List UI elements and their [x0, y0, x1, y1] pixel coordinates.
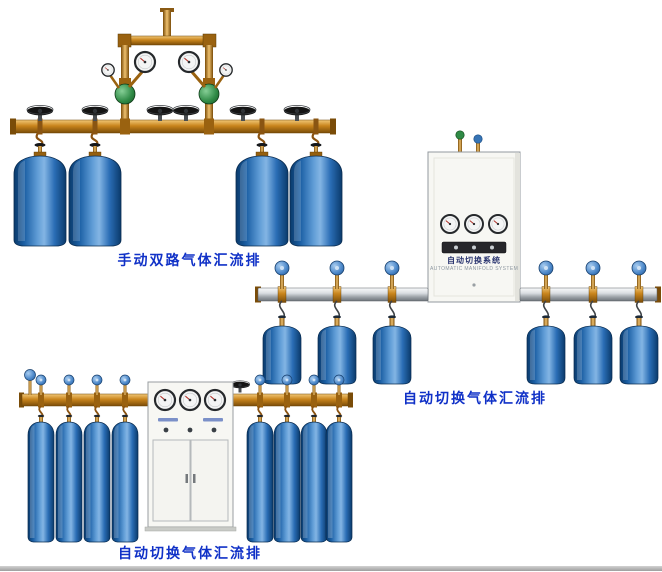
blue-valve-knob	[631, 260, 647, 290]
gas-cylinder	[372, 325, 412, 385]
inlet-header-pipe	[117, 8, 217, 120]
caption-auto-switch-cabinet-manifold: 自动切换气体汇流排	[118, 545, 262, 561]
cabinet-door	[152, 439, 191, 522]
pressure-gauge	[488, 214, 508, 234]
blue-valve-knob	[119, 374, 131, 396]
pressure-gauge	[219, 63, 233, 77]
manifold-pipe	[255, 286, 661, 303]
gas-cylinder	[111, 421, 139, 543]
cylinder-valve	[255, 142, 269, 158]
cylinder-valve	[88, 142, 102, 158]
blue-valve-knob	[24, 369, 36, 381]
cylinder-valves	[278, 315, 643, 326]
gas-cylinder	[300, 421, 328, 543]
pressure-gauge	[101, 63, 115, 77]
caption-auto-switch-manifold: 自动切换气体汇流排	[403, 390, 547, 406]
gas-cylinder	[83, 421, 111, 543]
blue-valve-knob	[91, 374, 103, 396]
cylinder-valve	[309, 142, 323, 158]
keyhole	[472, 283, 476, 287]
door-handle	[193, 474, 196, 483]
control-cabinet	[144, 381, 237, 532]
auto-switch-manifold-figure	[255, 130, 661, 385]
cabinet-title-text: 自动切换系统	[447, 256, 501, 265]
blue-valve-knob	[333, 374, 345, 396]
valve-handwheel	[146, 104, 174, 122]
blue-valve-knob	[254, 374, 266, 396]
control-knob	[187, 427, 193, 433]
pressure-gauge	[440, 214, 460, 234]
manifold-pipe	[10, 118, 336, 135]
door-handle	[185, 474, 188, 483]
pressure-gauge	[177, 50, 201, 74]
blue-valve-knob	[35, 374, 47, 396]
cylinder-valve	[33, 142, 47, 158]
pressure-regulator	[114, 78, 136, 105]
gas-cylinder	[27, 421, 55, 543]
blue-valve-knob	[329, 260, 345, 290]
gas-cylinder	[273, 421, 301, 543]
pressure-regulator	[198, 78, 220, 105]
cylinder-valves	[37, 414, 343, 424]
valve-handwheel	[26, 104, 54, 122]
auto-switch-cabinet-figure	[19, 369, 353, 543]
pressure-gauge	[464, 214, 484, 234]
pressure-gauge	[178, 388, 202, 412]
cabinet-subtitle-text: AUTOMATIC MANIFOLD SYSTEM	[430, 266, 519, 272]
valve-handwheel	[229, 104, 257, 122]
blue-valve-knob	[538, 260, 554, 290]
gas-cylinder	[526, 325, 566, 385]
blue-valve-knob	[585, 260, 601, 290]
bottom-border	[0, 566, 662, 571]
regulator-gauges	[101, 50, 233, 89]
valve-handwheel	[283, 104, 311, 122]
caption-manual-dual-manifold: 手动双路气体汇流排	[117, 252, 262, 268]
blue-valve-knob	[63, 374, 75, 396]
gas-cylinder	[55, 421, 83, 543]
control-knob	[163, 427, 169, 433]
manual-dual-manifold-figure	[10, 8, 343, 247]
gas-cylinder	[325, 421, 353, 543]
blue-valve-knob	[384, 260, 400, 290]
valve-handwheel	[81, 104, 109, 122]
control-knob	[211, 427, 217, 433]
gas-cylinder	[246, 421, 274, 543]
pressure-gauge	[153, 388, 177, 412]
gas-cylinder	[262, 325, 302, 385]
pressure-gauge	[203, 388, 227, 412]
manifold-pipe	[19, 369, 353, 408]
gas-cylinder	[619, 325, 659, 385]
gas-cylinder	[13, 155, 67, 247]
gas-cylinder	[68, 155, 122, 247]
blue-valve-knob	[308, 374, 320, 396]
gas-cylinder	[235, 155, 289, 247]
blue-valve-knob	[281, 374, 293, 396]
control-cabinet	[427, 130, 521, 303]
cabinet-door	[190, 439, 229, 522]
label-strip	[203, 418, 223, 422]
pressure-gauge	[133, 50, 157, 74]
label-strip	[158, 418, 178, 422]
gas-cylinder	[573, 325, 613, 385]
valve-handwheel	[172, 104, 200, 122]
gas-cylinder	[289, 155, 343, 247]
cylinder-pigtails	[35, 132, 320, 148]
